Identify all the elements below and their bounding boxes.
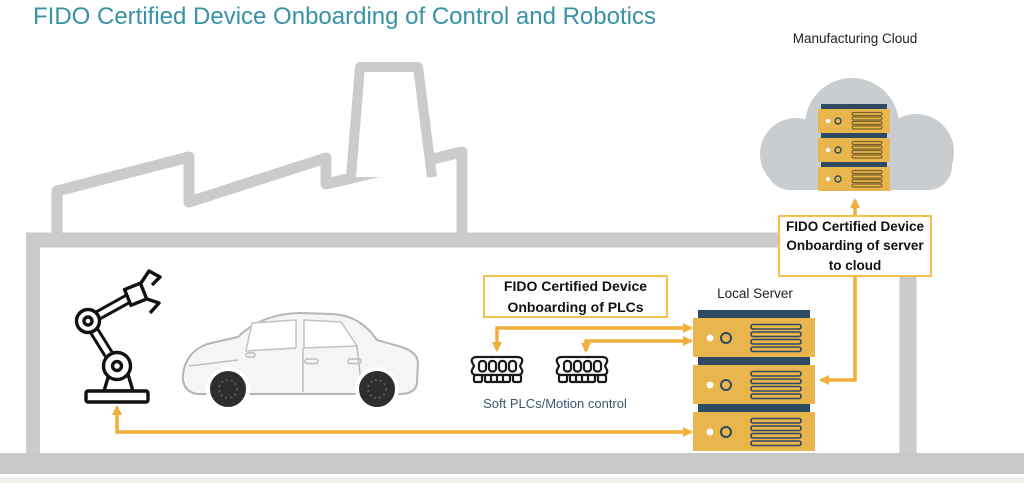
robot-arm-icon — [74, 269, 162, 404]
ram-chip-icon-2 — [555, 355, 609, 384]
callout-server-to-cloud: FIDO Certified Device Onboarding of serv… — [778, 215, 932, 277]
factory-outline-icon — [0, 62, 1024, 483]
ram-chip-icons — [470, 355, 609, 384]
car-rear-wheel — [355, 367, 399, 411]
page-title: FIDO Certified Device Onboarding of Cont… — [33, 3, 656, 30]
arrow-plc2-to-server — [581, 336, 693, 353]
soft-plcs-label: Soft PLCs/Motion control — [483, 396, 627, 411]
arrow-robot-to-server — [112, 405, 693, 437]
manufacturing-cloud-label: Manufacturing Cloud — [792, 31, 918, 46]
local-server-stack-icon — [692, 309, 816, 452]
cloud-server-stack-icon — [817, 103, 891, 192]
ram-chip-icon-1 — [470, 355, 524, 384]
bidirectional-arrows — [112, 198, 860, 437]
arrow-plc1-to-server — [492, 323, 693, 352]
local-server-label: Local Server — [717, 286, 793, 301]
callout-plc-onboarding: FIDO Certified Device Onboarding of PLCs — [483, 275, 668, 318]
car-front-wheel — [206, 367, 250, 411]
car-icon — [181, 311, 420, 411]
